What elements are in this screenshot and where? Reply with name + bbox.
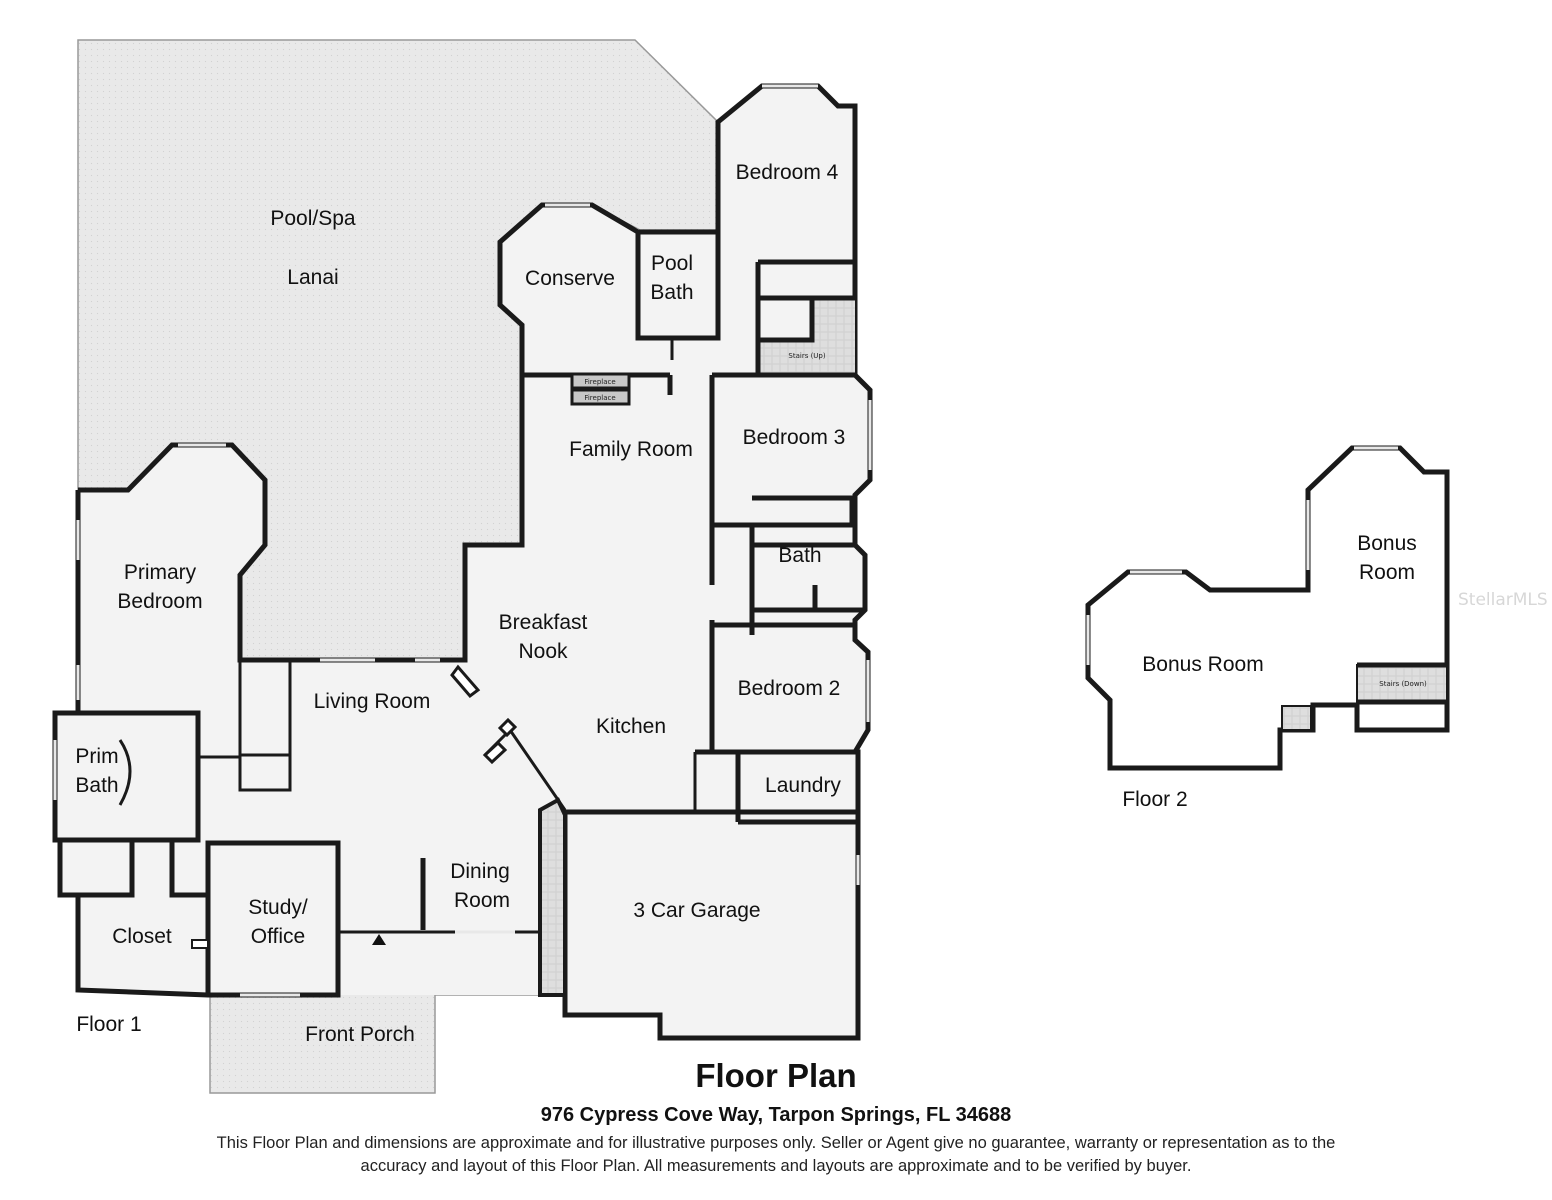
label-bonus-room-a-line2: Room [1359, 561, 1415, 584]
label-primary-bedroom-line1: Primary [124, 561, 197, 584]
label-bonus-room-a-line1: Bonus [1357, 532, 1417, 555]
label-garage: 3 Car Garage [633, 899, 760, 922]
label-floor-2: Floor 2 [1122, 788, 1187, 811]
label-bedroom-4: Bedroom 4 [736, 161, 839, 184]
label-bedroom-3: Bedroom 3 [743, 426, 846, 449]
label-prim-bath-line2: Bath [75, 774, 118, 797]
label-prim-bath-line1: Prim [75, 745, 118, 768]
label-dining-room-line1: Dining [450, 860, 510, 883]
label-front-porch: Front Porch [305, 1023, 415, 1046]
label-fireplace-1: Fireplace [584, 378, 615, 386]
label-pool-spa: Pool/Spa [270, 207, 356, 230]
floor2-plan [1085, 445, 1450, 771]
label-breakfast-nook-line2: Nook [518, 640, 568, 663]
label-fireplace-2: Fireplace [584, 394, 615, 402]
property-address: 976 Cypress Cove Way, Tarpon Springs, FL… [540, 1104, 1012, 1126]
label-pool-bath-line2: Bath [650, 281, 693, 304]
label-bedroom-2: Bedroom 2 [738, 677, 841, 700]
label-bonus-room-b: Bonus Room [1142, 653, 1263, 676]
label-dining-room-line2: Room [454, 889, 510, 912]
label-laundry: Laundry [765, 774, 841, 797]
disclaimer-text: This Floor Plan and dimensions are appro… [216, 1134, 1336, 1175]
label-stairs-down: Stairs (Down) [1379, 680, 1427, 688]
label-breakfast-nook-line1: Breakfast [499, 611, 588, 634]
label-lanai: Lanai [287, 266, 338, 289]
label-living-room: Living Room [314, 690, 431, 713]
label-kitchen: Kitchen [596, 715, 666, 738]
label-floor-1: Floor 1 [76, 1013, 141, 1036]
label-study-office-line1: Study/ [248, 896, 308, 919]
floor1-interior [55, 86, 870, 1038]
page-title: Floor Plan [695, 1057, 857, 1094]
label-study-office-line2: Office [251, 925, 305, 948]
label-closet: Closet [112, 925, 172, 948]
label-pool-bath-line1: Pool [651, 252, 693, 275]
label-primary-bedroom-line2: Bedroom [117, 590, 202, 613]
watermark: StellarMLS [1458, 590, 1548, 610]
floor1-walls [52, 83, 873, 1041]
label-conserve: Conserve [525, 267, 615, 290]
label-stairs-up: Stairs (Up) [788, 352, 825, 360]
label-family-room: Family Room [569, 438, 693, 461]
label-bath: Bath [778, 544, 821, 567]
